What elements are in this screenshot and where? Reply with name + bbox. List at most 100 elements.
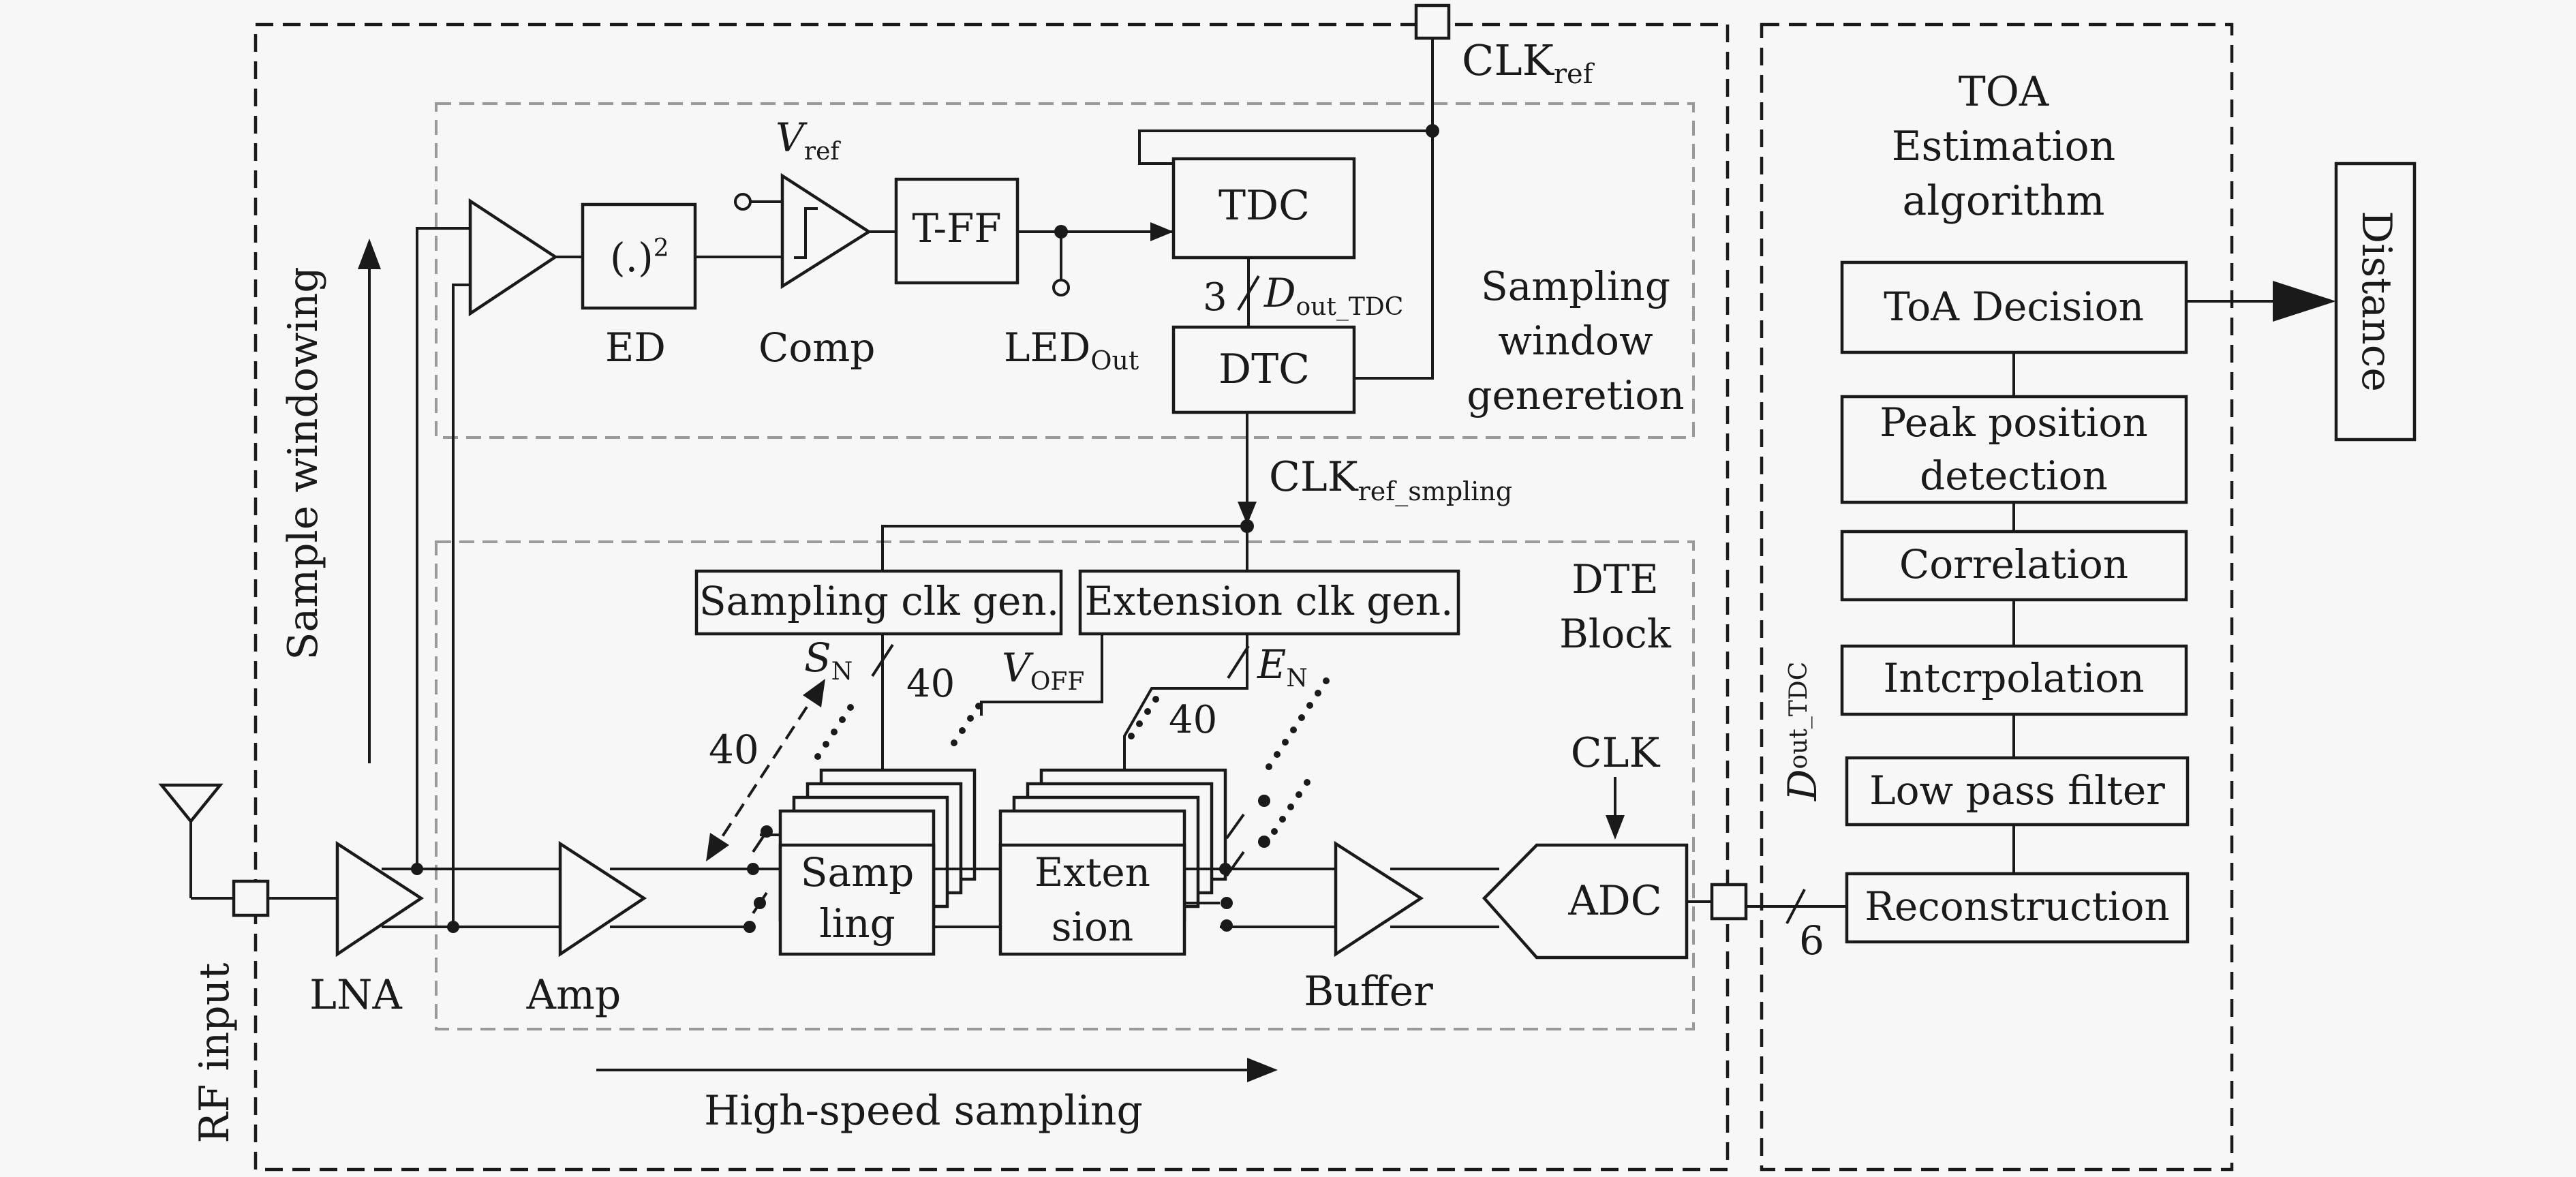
arrowhead [1150,222,1174,241]
extension-clk-gen-label: Extension clk gen. [1085,578,1454,624]
d-out-tdc-right-label: Dout_TDC [1779,662,1826,801]
adc-label: ADC [1567,877,1661,925]
extension-block [998,843,1186,956]
arrowhead [1247,1058,1278,1082]
comp-label: Comp [758,324,875,371]
toa-title-1: TOA [1959,68,2049,116]
buffer-label: Buffer [1304,968,1433,1015]
tdc-block [1171,157,1356,260]
bus-width-40-a: 40 [906,662,955,706]
low-pass-filter-block [1845,756,2190,827]
toa-title-3: algorithm [1902,177,2104,225]
d-out-tdc-label: Dout_TDC [1263,270,1403,321]
dte-block-region [435,540,1695,1030]
high-speed-label: High-speed sampling [704,1087,1143,1135]
tap-wire [452,284,470,927]
voff-label: VOFF [1002,645,1084,696]
clk-label: CLK [1571,729,1661,777]
arrowhead [1606,815,1625,840]
adc-output-port [1710,883,1748,921]
tff-label: T-FF [912,205,1001,251]
clk-ref-port [1414,3,1451,40]
bus-slash [1785,889,1806,924]
dte-label-1: DTE [1571,556,1659,602]
en-bus [1123,634,1248,791]
clk-ref-wire [1355,38,1434,380]
dtc-label: DTC [1218,346,1310,393]
sampling-window-label-1: Sampling [1481,263,1670,309]
sampling-label-2: ling [819,900,895,947]
en-label: EN [1257,641,1308,692]
led-out-terminal [1052,279,1070,296]
switch-ellipsis-dots [814,677,1330,835]
sampling-clk-gen-block [694,569,1063,636]
sampling-window-label-2: window [1498,318,1653,364]
toa-title-2: Estimation [1892,123,2116,170]
distance-label: Distance [2352,211,2400,392]
bus-slash [871,643,894,677]
reconstruction-label: Reconstruction [1865,883,2170,930]
junction-dot [1426,124,1439,138]
rf-input-label: RF input [191,963,239,1144]
reconstruction-block [1845,872,2190,944]
led-out-label: LEDOut [1004,324,1139,376]
correlation-label: Correlation [1899,541,2128,587]
arrowhead [706,833,729,861]
clk-split-wire [881,525,1248,571]
bank-size-arrow [709,684,823,857]
low-pass-filter-label: Low pass filter [1869,767,2165,814]
bus-width-40-b: 40 [709,727,759,773]
sample-windowing-label: Sample windowing [279,266,327,660]
vref-label: Vref [776,114,841,166]
bus-width-3: 3 [1203,275,1227,320]
toa-decision-label: ToA Decision [1884,284,2144,330]
sn-label: SN [804,635,853,686]
toa-boundary [1760,22,2234,1172]
peak-detection-block [1840,395,2188,504]
amp-triangle [558,840,647,958]
tap-wire [416,227,470,869]
extension-clk-gen-block [1078,569,1460,636]
bus-width-6: 6 [1799,917,1824,964]
arrowhead [2273,281,2336,322]
lna-label: LNA [309,971,402,1019]
lna-triangle [335,840,425,958]
antenna-icon [158,783,224,824]
comparator-symbol [794,207,818,259]
amp-label: Amp [526,971,622,1019]
bus-slash [1237,275,1260,311]
peak-label-1: Peak position [1880,399,2147,446]
arrowhead [358,239,381,269]
square-label: (.)2 [610,234,669,281]
sampling-window-region [435,102,1695,439]
rf-input-port [232,879,270,917]
receiver-boundary [254,22,1730,1172]
dte-label-2: Block [1559,611,1672,657]
sampling-label-1: Samp [801,849,914,896]
distance-block [2334,162,2417,442]
interpolation-block [1840,644,2188,716]
bus-width-40-c: 40 [1169,698,1217,742]
clk-ref-label: CLKref [1462,35,1595,90]
sampling-clk-gen-label: Sampling clk gen. [699,578,1059,624]
tdc-label: TDC [1218,182,1310,230]
arrowhead [803,679,825,707]
pre-amp-triangle [468,198,559,317]
bus-slash [1227,645,1250,679]
extension-label-2: sion [1052,904,1134,950]
ed-label: ED [605,324,666,371]
buffer-triangle [1334,840,1424,958]
arrowhead [1238,502,1257,525]
interpolation-label: Intcrpolation [1883,655,2144,701]
sampling-block [778,843,936,956]
clk-ref-smpling-label: CLKref_smpling [1269,453,1512,507]
dtc-block [1171,325,1356,414]
extension-label-1: Exten [1034,849,1150,896]
vref-terminal [734,193,752,211]
voff-wire [980,634,1103,716]
sampling-switches [743,825,780,933]
comparator-triangle [780,172,872,290]
correlation-block [1840,530,2188,602]
